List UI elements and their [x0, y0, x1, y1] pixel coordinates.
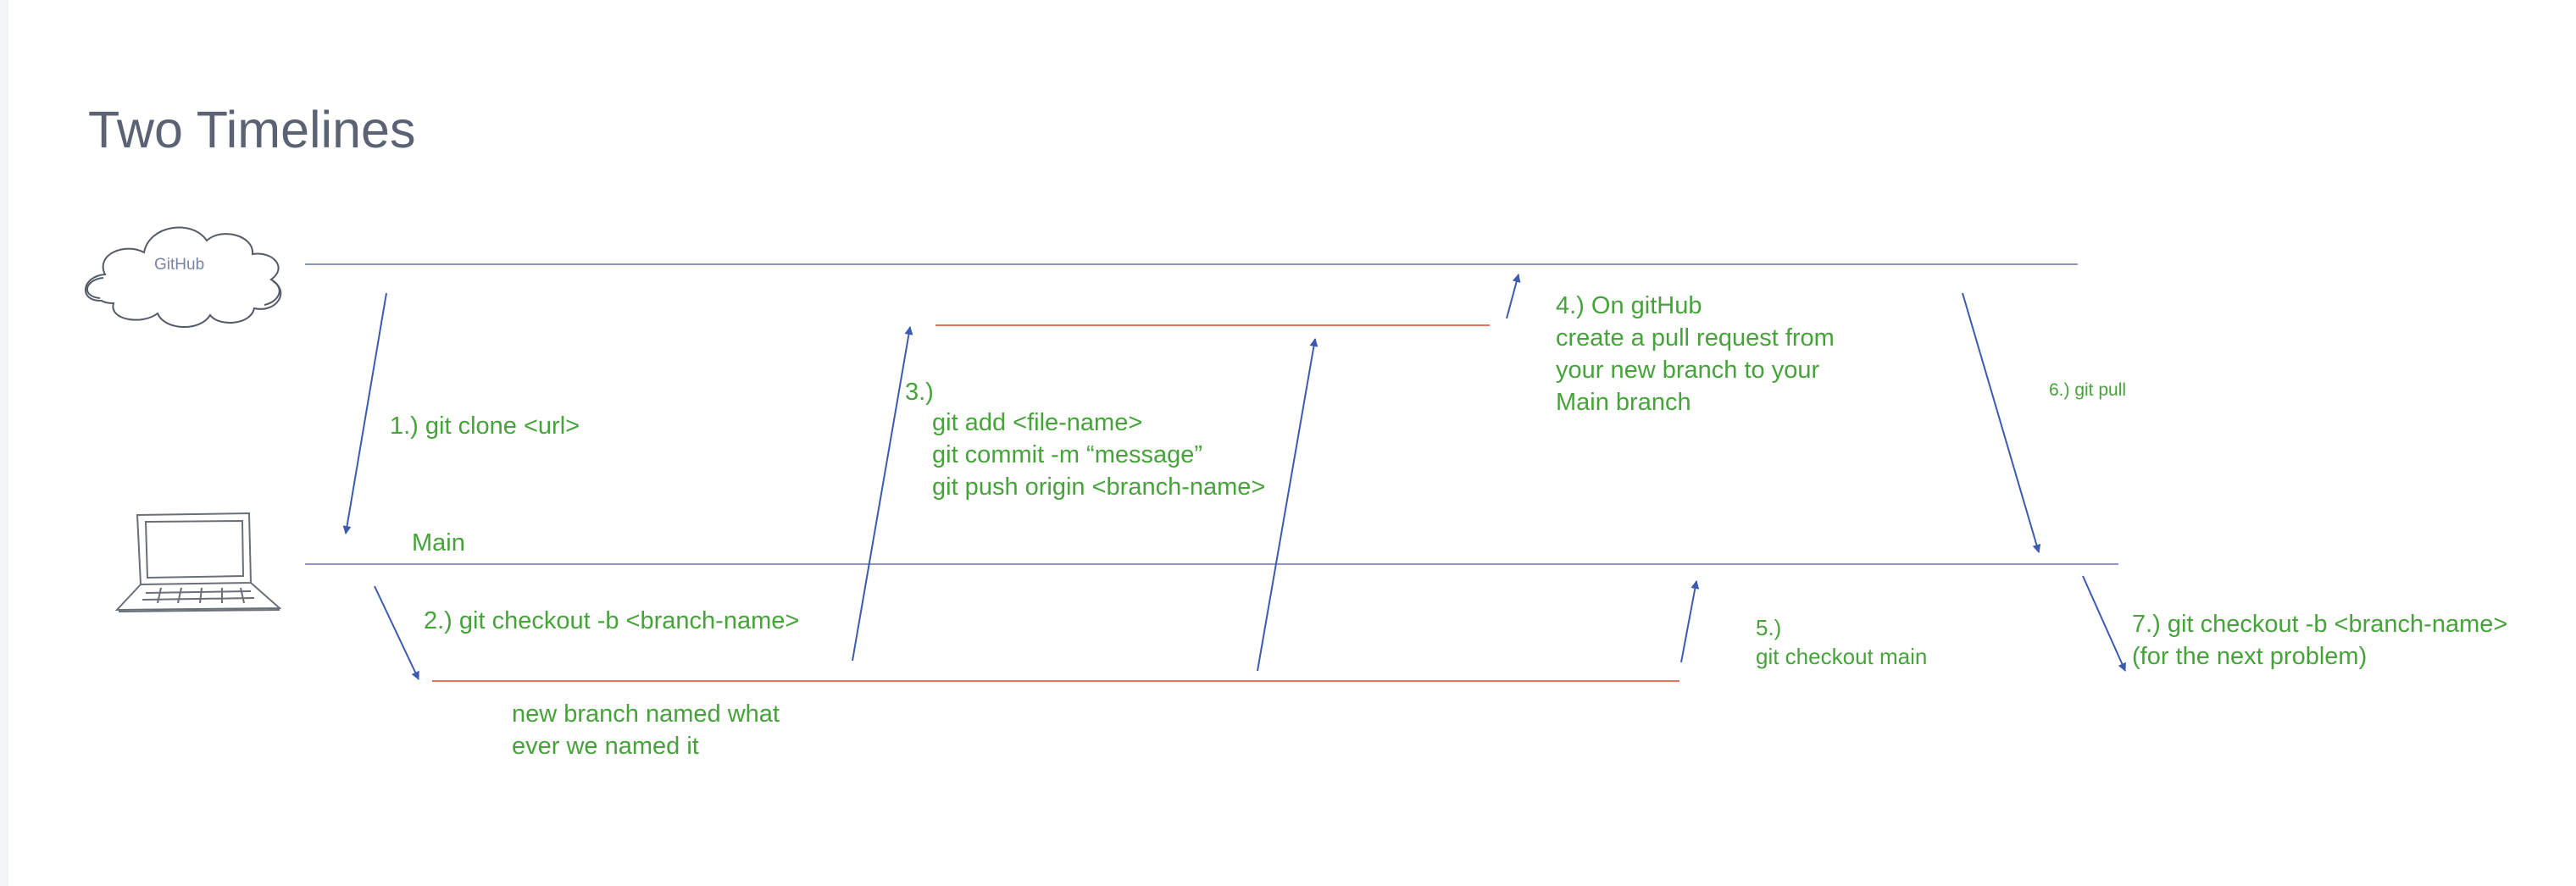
step-1-label: 1.) git clone <url> — [390, 413, 580, 440]
step-5-label: 5.) git checkout main — [1756, 615, 1928, 669]
checkout-branch-arrow — [374, 585, 419, 680]
clone-arrow — [342, 292, 387, 534]
step-2-label: 2.) git checkout -b <branch-name> — [424, 607, 800, 634]
push-arrow-1 — [852, 326, 913, 662]
main-label: Main — [412, 529, 465, 557]
step-6-label: 6.) git pull — [2049, 380, 2127, 400]
step-3-commands: git add <file-name> git commit -m “messa… — [932, 409, 1266, 501]
left-edge-strip — [0, 0, 8, 886]
github-label: GitHub — [154, 256, 205, 274]
laptop-icon — [114, 512, 282, 612]
pull-arrow — [1962, 292, 2041, 553]
diagram-title: Two Timelines — [88, 101, 416, 158]
cloud-icon — [85, 226, 282, 328]
step-4-label: 4.) On gitHub create a pull request from… — [1556, 292, 1835, 416]
branch-note: new branch named what ever we named it — [512, 700, 780, 760]
pull-request-arrow — [1506, 274, 1521, 319]
push-arrow-2 — [1257, 338, 1319, 672]
checkout-main-arrow — [1680, 580, 1700, 663]
step-3-heading: 3.) — [905, 379, 934, 406]
new-branch-arrow — [2082, 575, 2126, 672]
step-7-label: 7.) git checkout -b <branch-name> (for t… — [2132, 611, 2508, 670]
